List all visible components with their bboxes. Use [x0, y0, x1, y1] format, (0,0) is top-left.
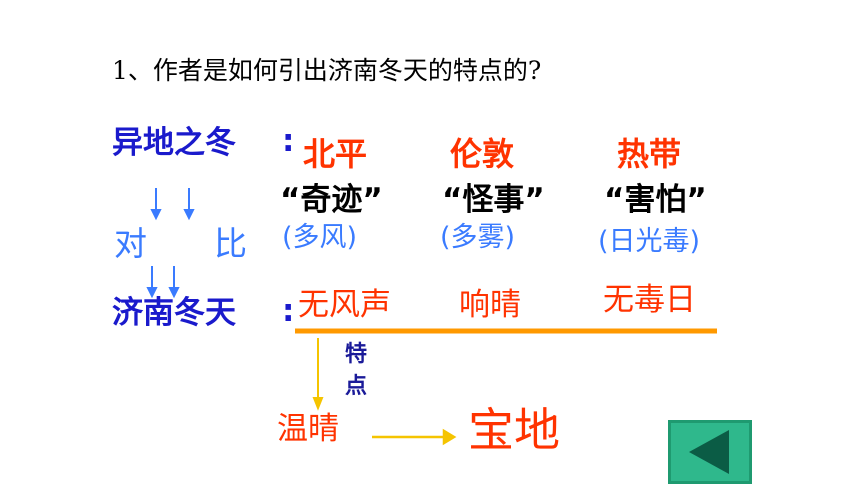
place-tropics: 热带: [617, 135, 682, 173]
note-foggy: (多雾): [440, 222, 516, 253]
back-button[interactable]: [668, 420, 752, 484]
feature-no-harsh-sun: 无毒日: [603, 282, 696, 318]
down-arrow-1: [150, 188, 162, 221]
feature-clear: 响晴: [459, 287, 521, 323]
note-sun: (日光毒): [598, 226, 701, 257]
place-london: 伦敦: [450, 135, 515, 173]
result-baodi: 宝地: [468, 403, 560, 457]
jinan-label: 济南冬天: [112, 295, 236, 331]
desc-strange: “怪事”: [442, 182, 545, 218]
feature-no-wind: 无风声: [298, 287, 391, 323]
desc-miracle: “奇迹”: [280, 182, 383, 218]
colon-1: :: [282, 123, 295, 159]
yellow-down-arrow: [312, 338, 324, 411]
left-triangle-icon: [689, 430, 729, 474]
feature-char-dian: 点: [345, 374, 368, 399]
down-arrow-3: [146, 266, 158, 299]
result-wenqing: 温晴: [277, 411, 339, 447]
yellow-right-arrow: [372, 428, 457, 446]
down-arrow-4: [168, 266, 180, 299]
contrast-dui: 对: [114, 224, 147, 263]
note-windy: (多风): [282, 222, 358, 253]
contrast-bi: 比: [214, 224, 247, 263]
feature-char-te: 特: [345, 342, 368, 367]
place-beiping: 北平: [303, 135, 368, 173]
desc-fear: “害怕”: [604, 182, 707, 218]
other-winter-label: 异地之冬: [112, 125, 236, 161]
down-arrow-2: [183, 188, 195, 221]
question-title: 1、作者是如何引出济南冬天的特点的?: [112, 56, 542, 85]
colon-2: :: [282, 293, 295, 329]
